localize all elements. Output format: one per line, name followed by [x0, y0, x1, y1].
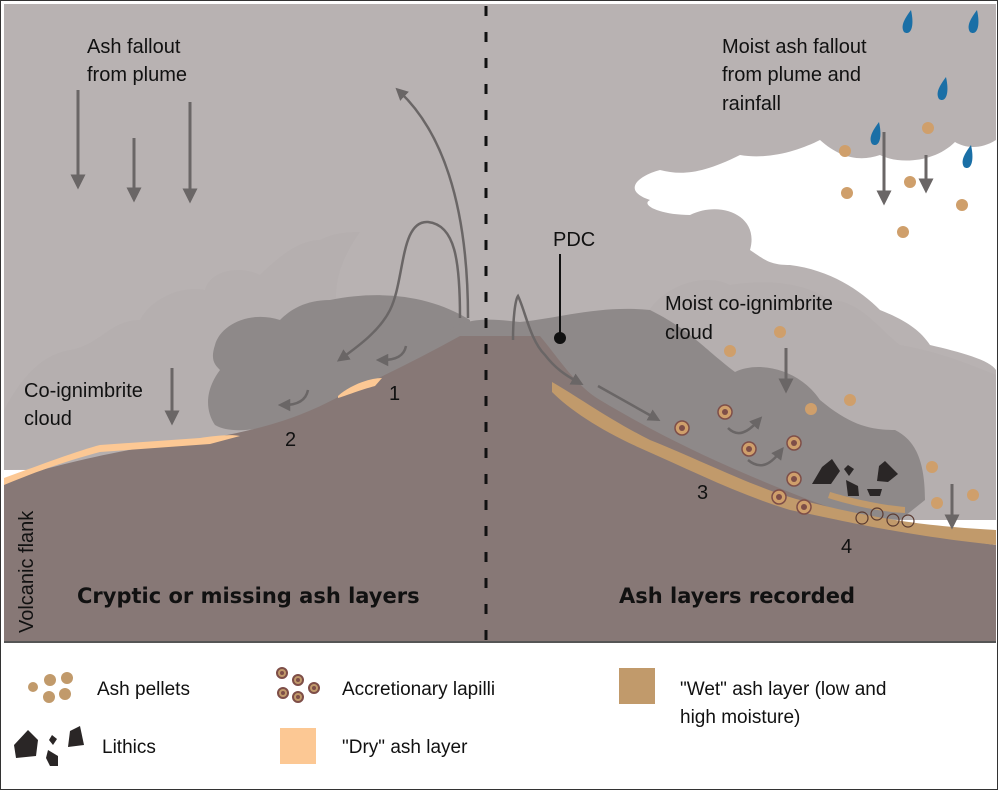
- legend-wet-ash-swatch: [619, 668, 655, 704]
- volcanic-ground: [4, 336, 996, 642]
- accretionary-lapilli: [674, 404, 812, 515]
- legend-wet-ash-label-2: high moisture): [680, 707, 800, 728]
- dry-ash-layer-patch: [338, 378, 382, 398]
- moist-fallout-label-3: rainfall: [722, 93, 781, 115]
- coign-label-1: Co-ignimbrite: [24, 380, 143, 402]
- fallout-arrows: [70, 90, 960, 530]
- legend-wet-ash-label-1: "Wet" ash layer (low and: [680, 679, 886, 700]
- flow-arrows: [277, 87, 784, 467]
- coign-label-2: cloud: [24, 408, 72, 430]
- right-panel-title: Ash layers recorded: [619, 584, 855, 608]
- legend-accretionary-lapilli-label: Accretionary lapilli: [342, 679, 495, 700]
- left-panel-title: Cryptic or missing ash layers: [77, 584, 420, 608]
- pdc-cloud-center: [450, 308, 925, 520]
- legend-lithics-label: Lithics: [102, 737, 156, 758]
- ash-pellets: [724, 122, 979, 509]
- legend-ash-pellets-icon: [28, 672, 73, 703]
- pdc-cloud-left: [208, 295, 470, 431]
- legend-accretionary-lapilli-icon: [276, 667, 320, 703]
- legend-dry-ash-swatch: [280, 728, 316, 764]
- moist-coign-label-2: cloud: [665, 322, 713, 344]
- legend-dry-ash-label: "Dry" ash layer: [342, 737, 468, 758]
- pdc-label: PDC: [553, 229, 595, 251]
- moist-fallout-label-1: Moist ash fallout: [722, 36, 867, 58]
- moist-coign-label-1: Moist co-ignimbrite: [665, 293, 833, 315]
- legend-ash-pellets-label: Ash pellets: [97, 679, 190, 700]
- moist-fallout-label-2: from plume and: [722, 64, 861, 86]
- ash-fallout-label-1: Ash fallout: [87, 36, 181, 58]
- volcanic-flank-label: Volcanic flank: [16, 510, 38, 633]
- marker-1: 1: [389, 383, 400, 405]
- marker-4: 4: [841, 536, 852, 558]
- ash-fallout-label-2: from plume: [87, 64, 187, 86]
- pdc-leader-dot: [554, 332, 566, 344]
- deposited-lapilli: [855, 507, 915, 528]
- rain-drops: [870, 10, 979, 169]
- legend-lithics-icon: [14, 726, 84, 766]
- marker-3: 3: [697, 482, 708, 504]
- marker-2: 2: [285, 429, 296, 451]
- wet-ash-tongue: [828, 492, 905, 513]
- dry-ash-layer-left: [4, 435, 240, 485]
- lithics: [812, 459, 898, 496]
